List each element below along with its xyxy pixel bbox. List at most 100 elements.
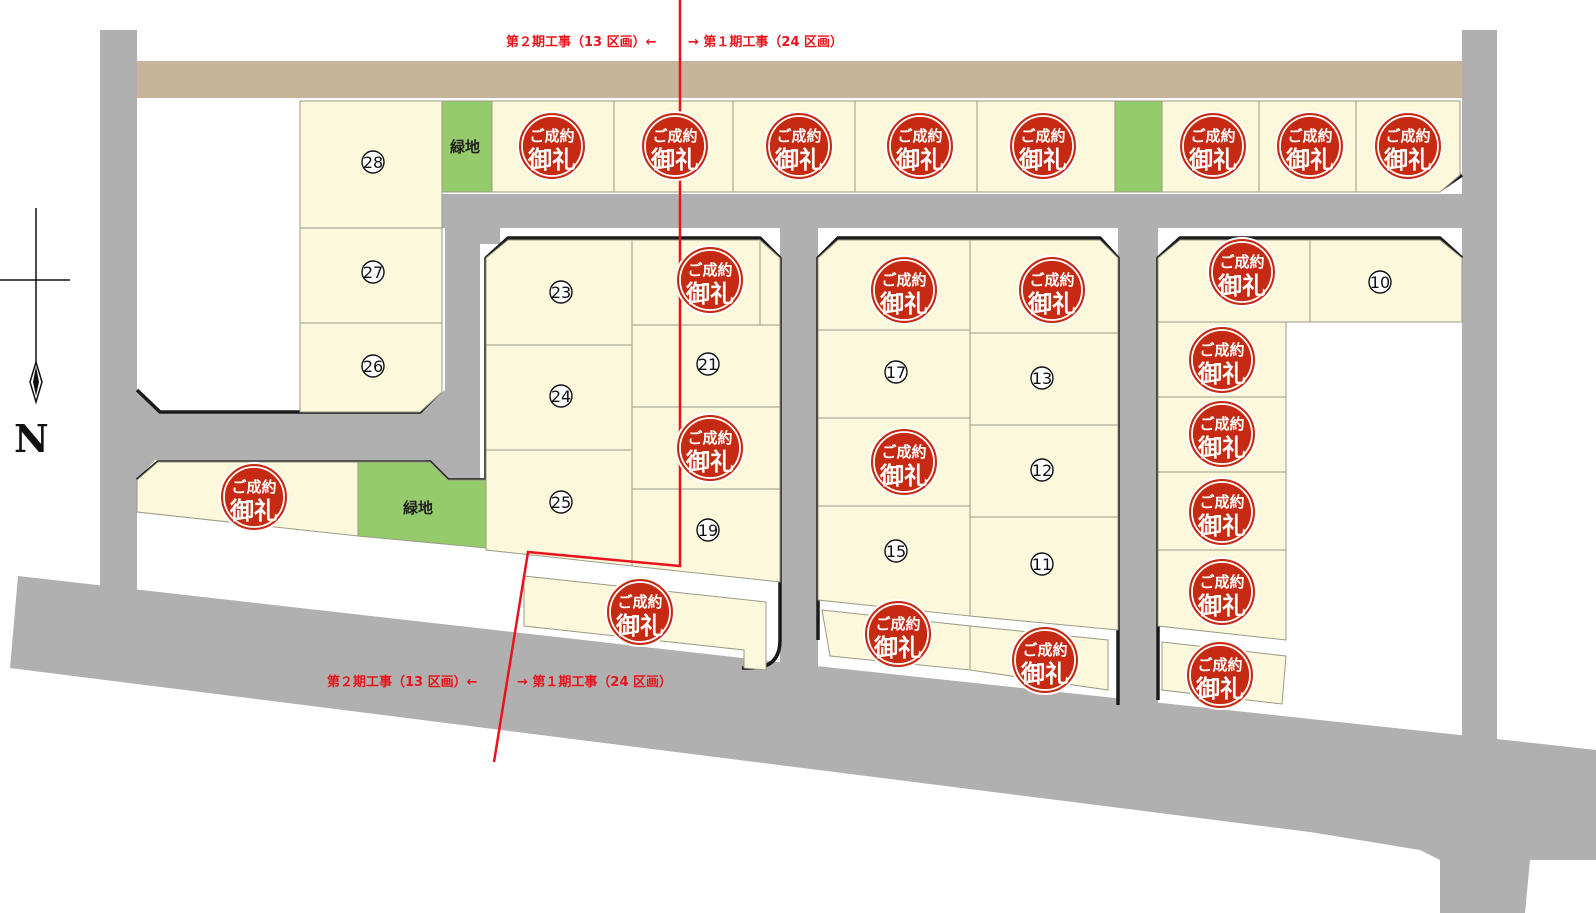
lot-number-25[interactable]: 25 [549,490,573,514]
sold-stamp-line1: ご成約 [897,127,942,145]
svg-text:23: 23 [551,283,571,302]
sold-stamp-line2: 御礼 [1383,145,1432,174]
phase-label-top-right: → 第１期工事（24 区画） [688,34,843,50]
lot-number-23[interactable]: 23 [549,280,573,304]
sold-stamp-line2: 御礼 [1197,433,1246,462]
sold-stamp-line2: 御礼 [229,496,278,525]
lot-number-12[interactable]: 12 [1030,458,1054,482]
svg-text:15: 15 [886,542,906,561]
svg-text:27: 27 [363,263,383,282]
lot-number-15[interactable]: 15 [884,539,908,563]
sold-stamp-line1: ご成約 [1197,656,1242,674]
svg-text:25: 25 [551,493,571,512]
svg-text:17: 17 [886,363,906,382]
sold-stamp-line2: 御礼 [1197,359,1246,388]
sold-stamp-line2: 御礼 [527,145,576,174]
sold-stamp-line2: 御礼 [1197,511,1246,540]
svg-text:28: 28 [363,153,383,172]
sold-stamp-line1: ご成約 [1199,341,1244,359]
column-road-2 [1118,228,1158,703]
sold-stamp-line2: 御礼 [650,145,699,174]
compass-north-label: N [14,416,49,461]
column-road-1 [780,228,818,668]
sold-stamp-line2: 御礼 [1285,145,1334,174]
inner-north-road [440,194,1462,228]
sold-stamp-line1: ご成約 [1022,641,1067,659]
svg-text:26: 26 [363,357,383,376]
sold-stamp-line1: ご成約 [1029,271,1074,289]
sold-stamp-line2: 御礼 [1195,674,1244,703]
lot-number-11[interactable]: 11 [1030,552,1054,576]
sold-stamp-line2: 御礼 [895,145,944,174]
lot-number-27[interactable]: 27 [361,260,385,284]
svg-text:10: 10 [1370,273,1390,292]
sold-stamp-line2: 御礼 [1217,271,1266,300]
phase-label-bottom-right: → 第１期工事（24 区画） [517,674,672,690]
inner-west-road [137,194,480,480]
phase-label-top-left: 第２期工事（13 区画）← [506,34,657,50]
south-main-road [10,576,1596,913]
phase-label-bottom-left: 第２期工事（13 区画）← [327,674,478,690]
sold-stamp-line2: 御礼 [879,461,928,490]
sold-stamp-line1: ご成約 [1020,127,1065,145]
svg-text:19: 19 [698,521,718,540]
sold-stamp-line2: 御礼 [685,447,734,476]
sold-stamp-line1: ご成約 [617,593,662,611]
west-road [100,30,137,590]
lot-number-10[interactable]: 10 [1368,270,1392,294]
lot-number-13[interactable]: 13 [1030,366,1054,390]
compass-icon: N [0,208,70,461]
sold-stamp-line1: ご成約 [687,261,732,279]
sold-stamp-line1: ご成約 [652,127,697,145]
sold-stamp-line2: 御礼 [1197,591,1246,620]
sold-stamp-line2: 御礼 [774,145,823,174]
sold-stamp-line2: 御礼 [685,279,734,308]
lot-number-24[interactable]: 24 [549,384,573,408]
sold-stamp-line1: ご成約 [1199,493,1244,511]
green-space-label-north: 緑地 [450,138,480,156]
lot-number-17[interactable]: 17 [884,360,908,384]
sold-stamp-line1: ご成約 [1385,127,1430,145]
sold-stamp-line2: 御礼 [1020,659,1069,688]
sold-stamp-line2: 御礼 [1188,145,1237,174]
sold-stamp-line1: ご成約 [529,127,574,145]
svg-text:12: 12 [1032,461,1052,480]
north-road [137,61,1462,98]
sold-stamp-line1: ご成約 [231,478,276,496]
sold-stamp-line2: 御礼 [873,633,922,662]
east-road [1462,30,1497,760]
column-road-3 [480,194,500,244]
sold-stamp-line1: ご成約 [1190,127,1235,145]
lot-number-28[interactable]: 28 [361,150,385,174]
lot-number-21[interactable]: 21 [696,352,720,376]
sold-stamp-line2: 御礼 [615,611,664,640]
lot-number-19[interactable]: 19 [696,518,720,542]
lot-number-26[interactable]: 26 [361,354,385,378]
sold-stamps-layer: ご成約御礼ご成約御礼ご成約御礼ご成約御礼ご成約御礼ご成約御礼ご成約御礼ご成約御礼… [219,111,1443,710]
sold-stamp-line1: ご成約 [875,615,920,633]
sold-stamp-line1: ご成約 [881,271,926,289]
svg-text:13: 13 [1032,369,1052,388]
green-space-label-south: 緑地 [403,499,433,517]
svg-text:24: 24 [551,387,571,406]
